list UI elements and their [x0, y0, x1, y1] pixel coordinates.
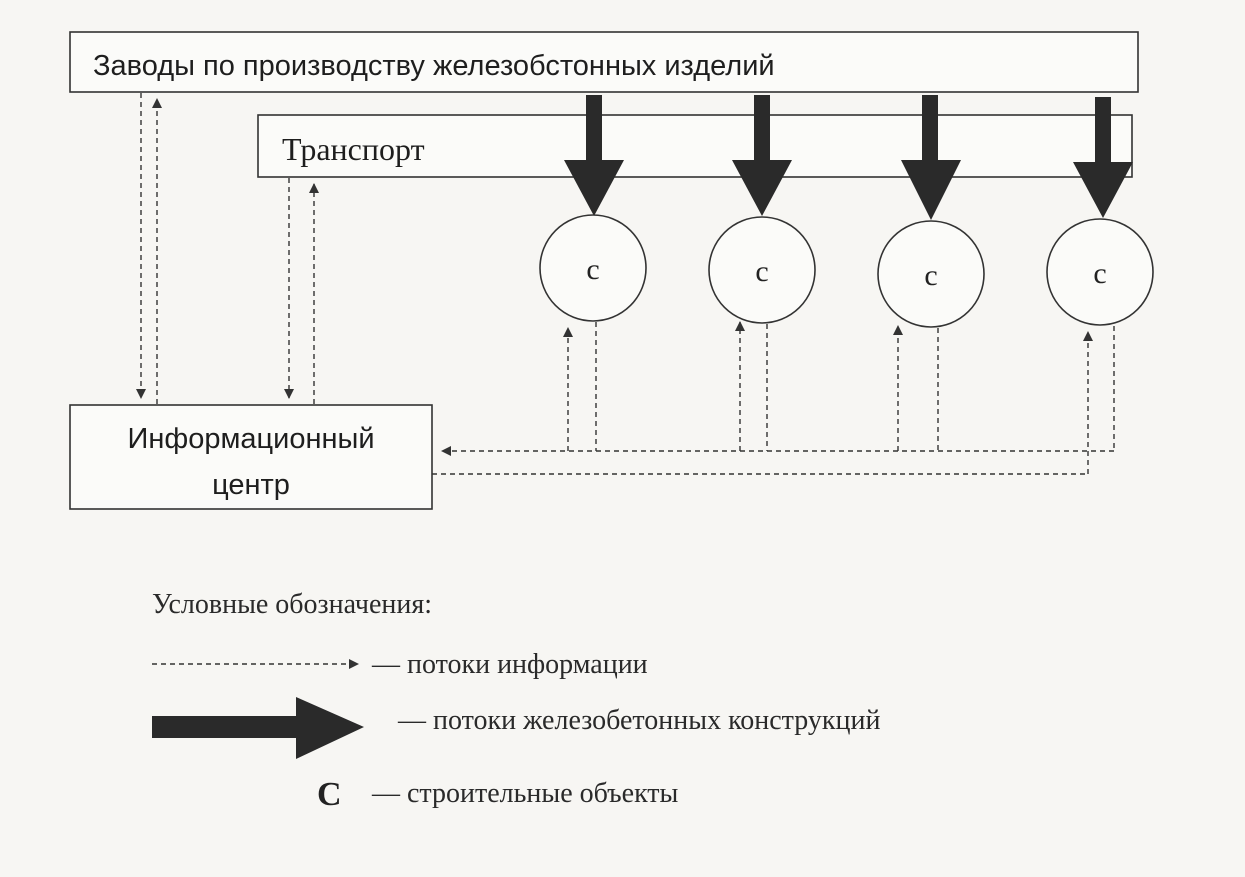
legend-concrete-flow-head [296, 697, 364, 759]
info-center-label-line2: центр [212, 469, 290, 501]
transport-box: Транспорт [257, 114, 1133, 178]
info-center-box: Информационный центр [69, 404, 433, 510]
site-1-label: с [586, 253, 599, 286]
site-3-label: с [924, 259, 937, 292]
transport-label: Транспорт [282, 131, 425, 167]
construction-site-3: с [877, 95, 985, 451]
site-4-label: с [1093, 257, 1106, 290]
site-2-label: с [755, 255, 768, 288]
legend-info-flow-label: — потоки информации [371, 649, 648, 680]
construction-site-1: с [539, 95, 647, 451]
construction-site-4: с [1046, 97, 1154, 474]
factories-label: Заводы по производству железобстонных из… [93, 50, 775, 82]
legend-title: Условные обозначения: [152, 589, 432, 620]
construction-site-2: с [708, 95, 816, 451]
legend-concrete-flow-label: — потоки железобетонных конструкций [397, 705, 880, 736]
legend: Условные обозначения: — потоки информаци… [152, 589, 880, 813]
legend-site-symbol: С [317, 776, 342, 813]
info-center-label-line1: Информационный [127, 423, 374, 455]
factories-box: Заводы по производству железобстонных из… [69, 31, 1139, 93]
legend-site-label: — строительные объекты [371, 778, 679, 809]
legend-concrete-flow-shaft [152, 716, 300, 738]
